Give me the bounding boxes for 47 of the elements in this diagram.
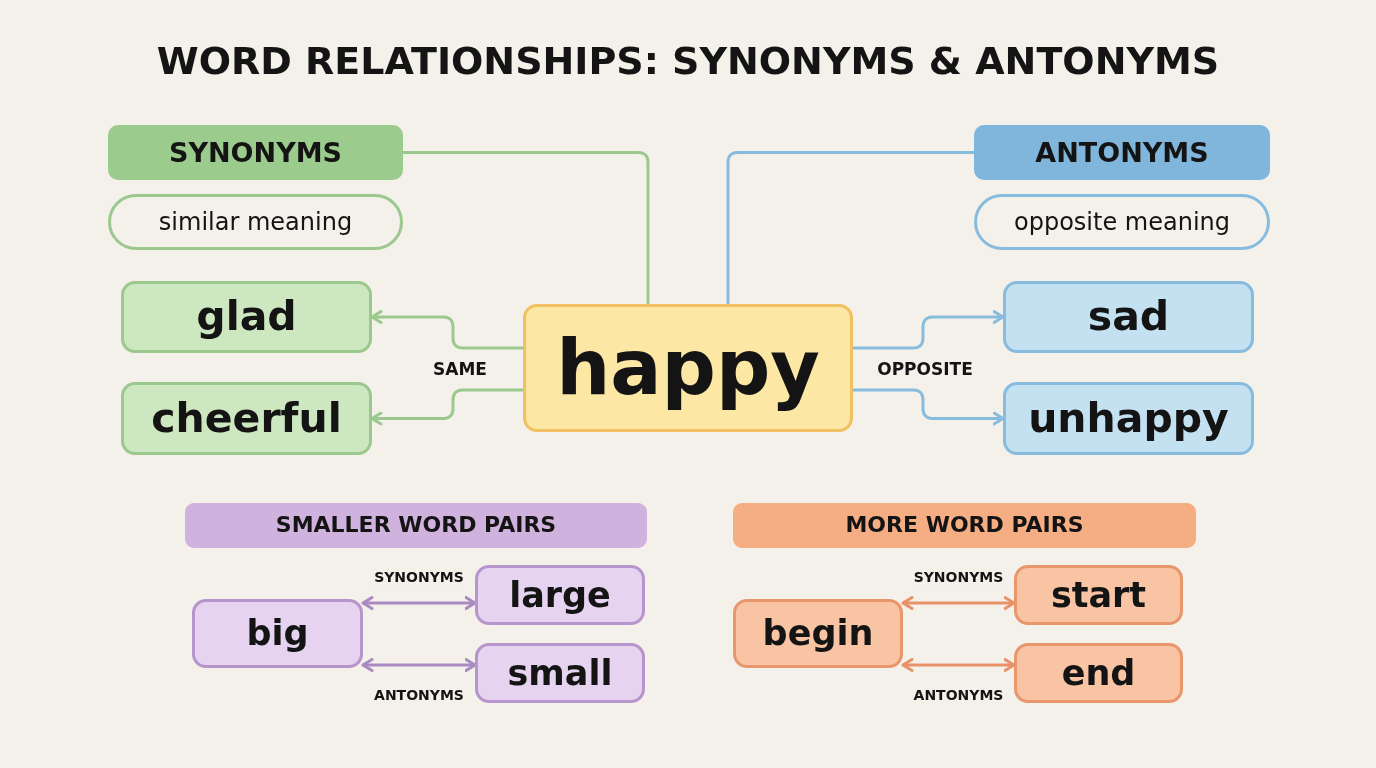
word-label: cheerful [151,395,342,442]
word-label: large [509,575,611,615]
connector-line [726,151,976,306]
word-box [1003,281,1254,353]
word-label: end [1061,653,1136,693]
header-label: SYNONYMS [169,137,342,168]
word-box [733,599,903,668]
word-box [192,599,363,668]
arrow [370,388,525,426]
center-word-label: happy [556,326,820,410]
word-box [1003,382,1254,455]
section-header-label: SMALLER WORD PAIRS [275,513,557,538]
relation-label: SAME [433,360,487,380]
arrow [370,310,525,350]
word-box [1014,643,1183,703]
word-box [121,281,372,353]
definition-pill [974,194,1270,250]
section-header [185,503,647,548]
definition-text: similar meaning [158,208,353,236]
section-header-label: MORE WORD PAIRS [845,513,1084,538]
header-label: ANTONYMS [1035,137,1209,168]
section-header [733,503,1196,548]
double-arrow [901,596,1016,610]
double-arrow [361,596,477,610]
word-box [121,382,372,455]
word-label: begin [762,614,874,653]
double-arrow [361,658,477,672]
word-label: sad [1087,294,1170,340]
word-label: start [1050,575,1147,615]
category-header [108,125,403,180]
arrow [851,388,1005,426]
word-label: big [246,614,309,653]
definition-text: opposite meaning [1014,208,1230,236]
definition-pill [108,194,403,250]
word-box [1014,565,1183,625]
word-label: small [507,653,613,693]
arrow [851,310,1005,350]
word-box [475,643,645,703]
word-box [475,565,645,625]
word-label: glad [196,294,297,340]
relation-label: OPPOSITE [877,360,973,380]
connector-line [401,151,650,306]
category-header [974,125,1270,180]
double-arrow [901,658,1016,672]
diagram-title: WORD RELATIONSHIPS: SYNONYMS & ANTONYMS [156,40,1220,84]
center-word-box [523,304,853,432]
word-label: unhappy [1028,395,1229,442]
